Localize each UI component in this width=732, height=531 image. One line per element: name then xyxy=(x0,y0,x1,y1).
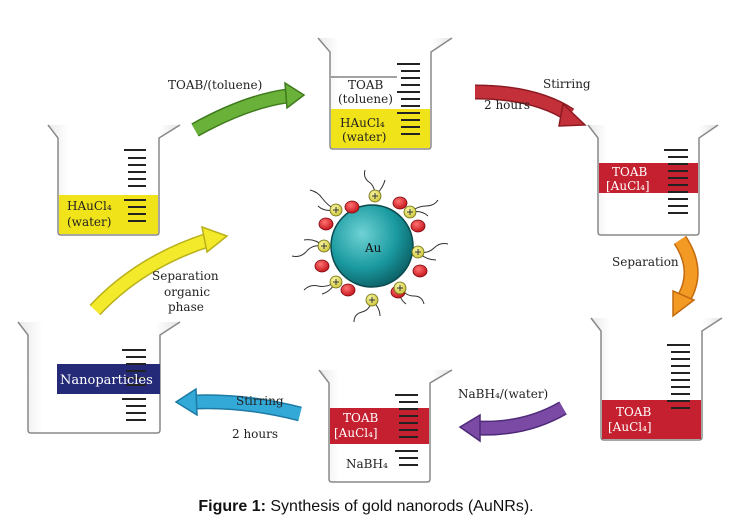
arrow-label-stirring-2: Stirring xyxy=(236,394,284,408)
beaker-2: TOAB (toluene) HAuCl₄ (water) xyxy=(317,37,453,150)
beaker-5-label-2: [AuCl₄] xyxy=(334,426,378,440)
beaker-5-bottom: NaBH₄ xyxy=(346,457,388,471)
beaker-5-label-1: TOAB xyxy=(343,411,379,425)
beaker-6-scale xyxy=(122,349,146,421)
beaker-2-liquid xyxy=(331,109,430,148)
beaker-4-scale xyxy=(667,344,690,409)
beaker-3-scale xyxy=(664,149,688,214)
arrow-label-separation-organic-3: phase xyxy=(168,300,204,314)
beaker-2-top-2: (toluene) xyxy=(338,92,393,106)
beaker-2-top-1: TOAB xyxy=(348,78,384,92)
gold-core xyxy=(330,204,414,288)
beaker-2-label-1: HAuCl₄ xyxy=(340,116,385,130)
beaker-2-scale xyxy=(397,63,420,135)
arrow-nabh4-water xyxy=(458,401,567,443)
counter-ions xyxy=(314,196,428,299)
beaker-1-scale xyxy=(124,149,146,222)
beaker-4: TOAB [AuCl₄] xyxy=(590,317,723,441)
caption-label: Figure 1: xyxy=(198,498,266,515)
beaker-1: HAuCl₄ (water) xyxy=(47,124,181,236)
plus-signs xyxy=(321,193,421,303)
arrow-label-separation: Separation xyxy=(612,255,679,269)
figure-caption: Figure 1: Synthesis of gold nanorods (Au… xyxy=(0,498,732,516)
beaker-6-label-1: Nanoparticles xyxy=(60,373,153,388)
arrow-separation xyxy=(672,235,699,318)
arrow-label-nabh4-water: NaBH₄/(water) xyxy=(458,387,548,401)
arrow-label-2hours-2: 2 hours xyxy=(232,427,278,441)
arrow-label-separation-organic-1: Separation xyxy=(152,269,219,283)
beaker-4-label-2: [AuCl₄] xyxy=(608,420,652,434)
beaker-1-label-1: HAuCl₄ xyxy=(67,199,112,213)
arrow-label-stirring-1: Stirring xyxy=(543,77,591,91)
arrow-label-separation-organic-2: organic xyxy=(164,285,210,299)
beaker-5: TOAB [AuCl₄] NaBH₄ xyxy=(318,369,453,483)
caption-text: Synthesis of gold nanorods (AuNRs). xyxy=(265,498,534,515)
beaker-3-label-2: [AuCl₄] xyxy=(606,179,650,193)
arrow-separation-organic xyxy=(89,225,229,316)
arrow-stirring-1 xyxy=(474,84,587,127)
beaker-1-label-2: (water) xyxy=(67,215,111,229)
arrow-toab-toluene xyxy=(191,81,306,137)
arrow-stirring-2 xyxy=(174,387,302,422)
beaker-2-label-2: (water) xyxy=(342,130,386,144)
arrow-label-toab-toluene: TOAB/(toluene) xyxy=(168,78,262,92)
beaker-5-scale xyxy=(395,394,418,466)
beaker-4-label-1: TOAB xyxy=(616,405,652,419)
gold-nanoparticle: Au xyxy=(291,169,449,323)
toa-cations xyxy=(317,189,425,307)
arrow-label-2hours-1: 2 hours xyxy=(484,98,530,112)
gold-core-label: Au xyxy=(364,241,382,255)
beaker-3: TOAB [AuCl₄] xyxy=(587,124,719,236)
beaker-6: Nanoparticles xyxy=(17,321,181,434)
beaker-4-liquid xyxy=(602,400,701,439)
beaker-3-label-1: TOAB xyxy=(612,165,648,179)
